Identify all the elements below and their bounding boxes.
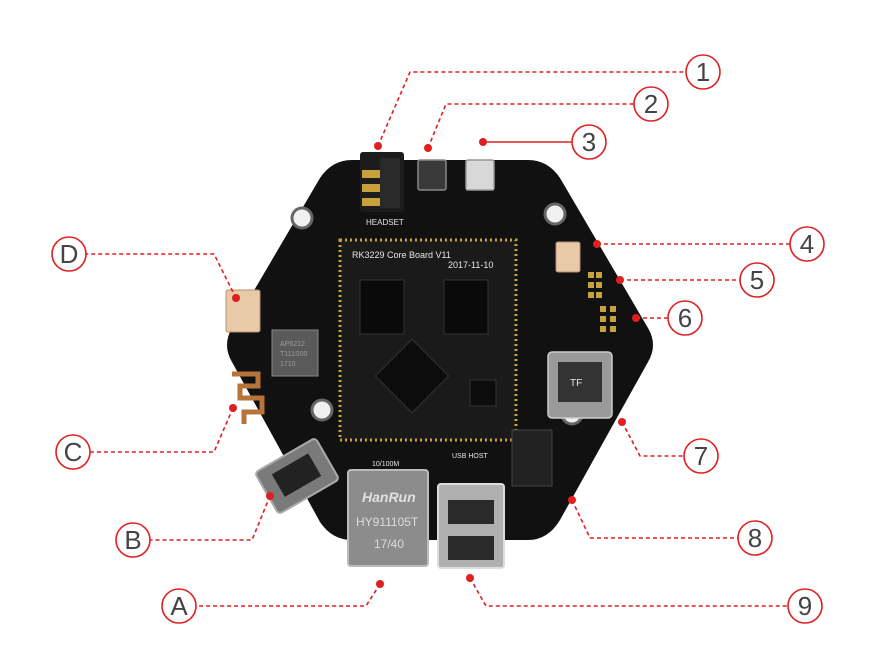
leader-dot-6 bbox=[632, 314, 640, 322]
callout-1: 1 bbox=[685, 54, 721, 90]
callout-label-B: B bbox=[124, 525, 141, 555]
callout-markers: 1 2 3 4 5 6 7 8 bbox=[51, 54, 825, 624]
leader-dot-7 bbox=[618, 418, 626, 426]
callout-label-9: 9 bbox=[798, 591, 812, 621]
antenna-trace bbox=[232, 371, 265, 424]
leader-line-9 bbox=[469, 577, 788, 607]
callout-label-5: 5 bbox=[750, 265, 764, 295]
callout-label-3: 3 bbox=[582, 127, 596, 157]
callout-label-C: C bbox=[64, 437, 83, 467]
leader-dot-1 bbox=[374, 142, 382, 150]
leader-dot-9 bbox=[466, 574, 474, 582]
callout-6: 6 bbox=[667, 300, 703, 336]
callout-label-7: 7 bbox=[694, 441, 708, 471]
pin-header-6 bbox=[600, 306, 616, 332]
leader-dot-8 bbox=[568, 496, 576, 504]
wifi-chip-line3: 1710 bbox=[280, 361, 296, 368]
usb-host-port: USB HOST bbox=[437, 453, 505, 569]
jst-connector-right bbox=[555, 241, 581, 273]
leader-dots bbox=[229, 138, 640, 588]
wifi-chip-line1: AP6212 bbox=[280, 341, 305, 348]
callout-label-2: 2 bbox=[644, 89, 658, 119]
callout-9: 9 bbox=[787, 588, 823, 624]
callout-D: D bbox=[51, 236, 87, 272]
silk-usb: USB HOST bbox=[452, 453, 489, 460]
tf-card-slot: TF bbox=[547, 351, 613, 419]
callout-8: 8 bbox=[737, 520, 773, 556]
callout-C: C bbox=[55, 434, 91, 470]
ram-chip-1 bbox=[359, 279, 405, 335]
leader-dot-C bbox=[229, 404, 237, 412]
rj45-port: HanRun HY911105T 17/40 10/100M bbox=[347, 461, 429, 567]
callout-label-4: 4 bbox=[800, 229, 814, 259]
leader-dot-2 bbox=[424, 144, 432, 152]
hdmi-port bbox=[255, 438, 339, 514]
callout-5: 5 bbox=[739, 262, 775, 298]
micro-usb-otg bbox=[417, 159, 447, 191]
leader-line-2 bbox=[427, 103, 634, 149]
headset-jack: HEADSET bbox=[360, 152, 404, 227]
leader-line-B bbox=[150, 495, 271, 541]
leader-lines bbox=[86, 71, 790, 607]
silk-tf: TF bbox=[570, 378, 582, 389]
leader-dot-B bbox=[266, 492, 274, 500]
silk-eth: 10/100M bbox=[372, 461, 399, 468]
leader-line-8 bbox=[571, 499, 738, 539]
rj45-brand: HanRun bbox=[362, 489, 416, 505]
leader-dot-5 bbox=[616, 276, 624, 284]
pmic-chip bbox=[469, 379, 497, 407]
ethernet-chip bbox=[511, 429, 553, 487]
callout-A: A bbox=[161, 588, 197, 624]
leader-line-1 bbox=[377, 71, 686, 147]
wifi-module: AP6212 T111S00 1710 bbox=[271, 329, 319, 377]
leader-line-D bbox=[86, 253, 237, 299]
leader-dot-A bbox=[376, 580, 384, 588]
soc-chip bbox=[374, 338, 450, 414]
callout-label-D: D bbox=[60, 239, 79, 269]
leader-line-C bbox=[90, 407, 234, 453]
jst-connector-left bbox=[225, 289, 261, 333]
leader-line-7 bbox=[621, 421, 684, 457]
ram-chip-2 bbox=[443, 279, 489, 335]
core-title: RK3229 Core Board V11 bbox=[352, 250, 451, 260]
callout-label-8: 8 bbox=[748, 523, 762, 553]
leader-line-A bbox=[196, 583, 381, 607]
leader-dot-3 bbox=[479, 138, 487, 146]
rj45-part: HY911105T bbox=[356, 515, 419, 529]
wifi-chip-line2: T111S00 bbox=[280, 351, 307, 358]
pin-header-5 bbox=[588, 272, 602, 298]
leader-dot-4 bbox=[593, 240, 601, 248]
callout-label-6: 6 bbox=[678, 303, 692, 333]
core-board: RK3229 Core Board V11 2017-11-10 bbox=[338, 238, 518, 442]
rj45-code: 17/40 bbox=[374, 537, 404, 551]
callout-4: 4 bbox=[789, 226, 825, 262]
callout-label-A: A bbox=[170, 591, 188, 621]
leader-dot-D bbox=[232, 294, 240, 302]
silk-headset: HEADSET bbox=[366, 218, 404, 227]
callout-3: 3 bbox=[571, 124, 607, 160]
callout-B: B bbox=[115, 522, 151, 558]
callout-2: 2 bbox=[633, 86, 669, 122]
micro-usb-power bbox=[465, 159, 495, 191]
callout-7: 7 bbox=[683, 438, 719, 474]
core-date: 2017-11-10 bbox=[448, 260, 493, 270]
callout-label-1: 1 bbox=[696, 57, 710, 87]
